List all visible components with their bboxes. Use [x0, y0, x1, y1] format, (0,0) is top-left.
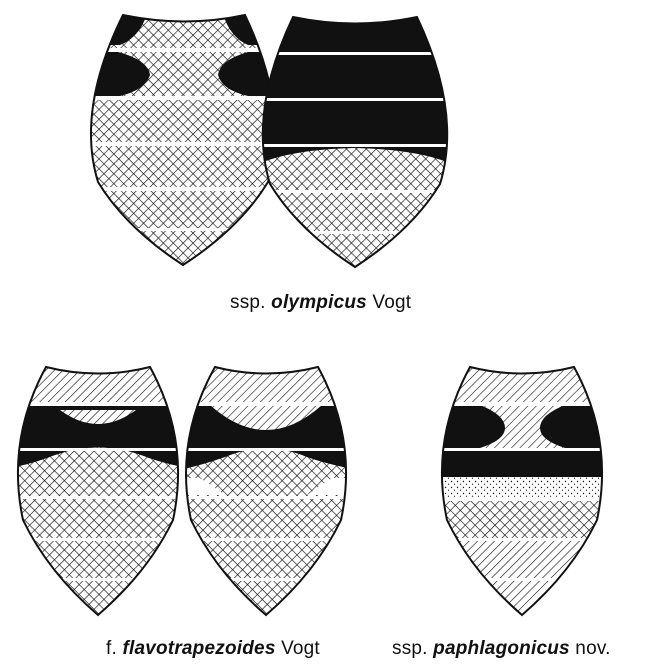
- taxon-name: flavotrapezoides: [122, 638, 275, 659]
- abdomen-olympicus-2: [240, 0, 480, 280]
- taxon-author: nov.: [575, 638, 610, 659]
- taxon-name: olympicus: [271, 292, 367, 313]
- caption-flavotrapezoides: f. flavotrapezoides Vogt: [106, 638, 320, 660]
- taxon-author: Vogt: [372, 292, 411, 313]
- abdomen-flavotrapezoides-2: [170, 360, 370, 625]
- abdomen-flavotrapezoides-1: [0, 360, 200, 625]
- taxon-name: paphlagonicus: [433, 638, 570, 659]
- abdomen-paphlagonicus: [420, 360, 620, 620]
- caption-paphlagonicus: ssp. paphlagonicus nov.: [392, 638, 611, 660]
- taxon-author: Vogt: [281, 638, 320, 659]
- caption-olympicus: ssp. olympicus Vogt: [230, 292, 411, 314]
- caption-prefix: ssp.: [230, 292, 266, 313]
- caption-prefix: f.: [106, 638, 117, 659]
- caption-prefix: ssp.: [392, 638, 428, 659]
